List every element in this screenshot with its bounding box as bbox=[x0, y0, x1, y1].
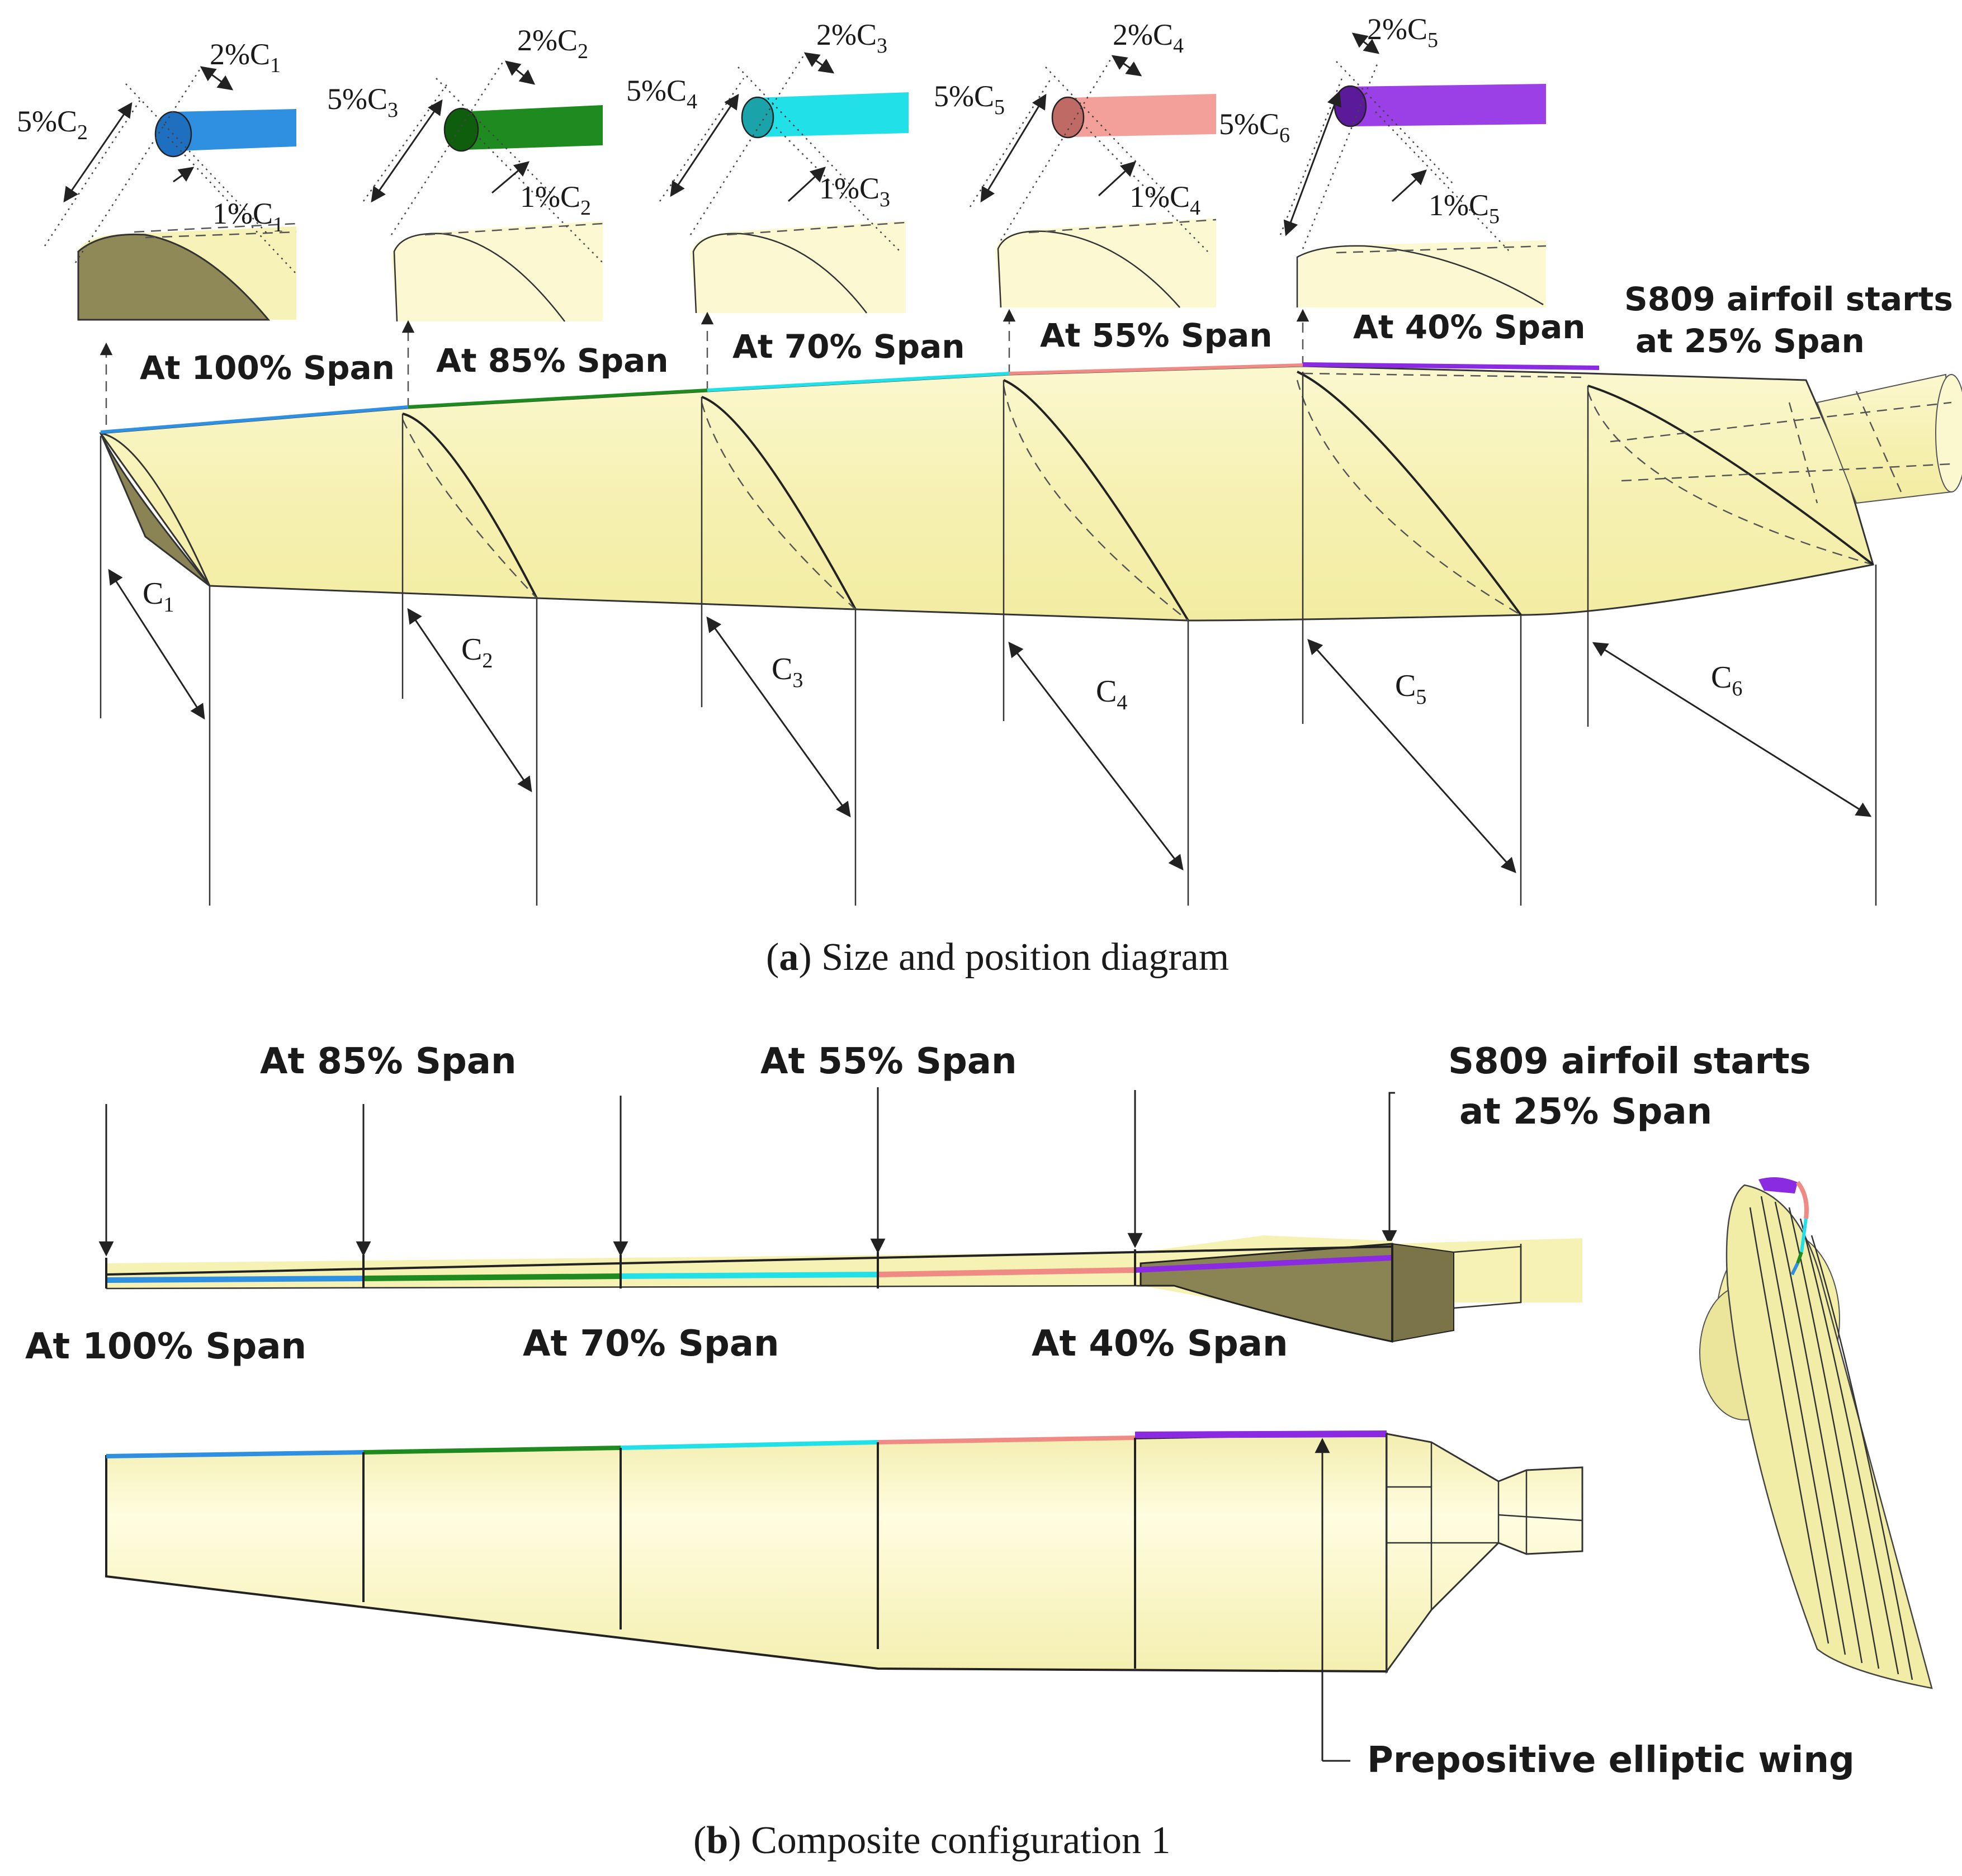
rotor-3d-view bbox=[1699, 1177, 1933, 1689]
callout-elliptic-wing: Prepositive elliptic wing bbox=[1315, 1438, 1855, 1781]
inset-rod-100 bbox=[154, 109, 296, 158]
chord-label: C6 bbox=[1711, 660, 1742, 700]
inset-top-label: 2%C2 bbox=[517, 23, 588, 63]
section-label: At 100% Span bbox=[25, 1326, 306, 1367]
inset-100: 5%C2 2%C1 1%C1 bbox=[17, 37, 297, 321]
blade-body-a bbox=[99, 362, 1962, 622]
caption-b: (b) Composite configuration 1 bbox=[693, 1819, 1171, 1862]
section-label: At 40% Span bbox=[1353, 308, 1586, 346]
section-arrows-b bbox=[98, 1087, 1397, 1257]
callout-label: Prepositive elliptic wing bbox=[1367, 1740, 1855, 1781]
chord-label: C2 bbox=[461, 632, 493, 672]
section-markers-a bbox=[100, 309, 1309, 425]
s809-label: S809 airfoil starts bbox=[1624, 280, 1953, 318]
inset-top-label: 2%C5 bbox=[1367, 12, 1438, 52]
inset-bottom-label: 1%C5 bbox=[1429, 188, 1500, 228]
inset-55: 5%C5 2%C4 1%C4 bbox=[934, 18, 1217, 308]
inset-85: 5%C3 2%C2 1%C2 bbox=[327, 23, 603, 322]
inset-big-label: 5%C2 bbox=[17, 105, 88, 144]
section-label: At 85% Span bbox=[436, 342, 669, 380]
panel-a: 5%C2 2%C1 1%C1 5%C3 2%C2 1%C2 bbox=[17, 12, 1962, 979]
section-label: At 100% Span bbox=[140, 349, 395, 387]
section-label: At 55% Span bbox=[760, 1041, 1017, 1082]
section-label: At 40% Span bbox=[1032, 1323, 1288, 1365]
inset-top-label: 2%C1 bbox=[210, 37, 281, 77]
chord-label: C5 bbox=[1395, 669, 1426, 709]
chord-label: C3 bbox=[772, 652, 803, 692]
s809-label: at 25% Span bbox=[1459, 1091, 1712, 1133]
section-label: At 85% Span bbox=[260, 1041, 517, 1082]
inset-airfoil-100 bbox=[77, 222, 297, 321]
inset-bottom-label: 1%C3 bbox=[819, 172, 890, 211]
inset-big-label: 5%C3 bbox=[327, 82, 398, 122]
inset-40: 5%C6 2%C5 1%C5 bbox=[1219, 12, 1547, 307]
s809-label: S809 airfoil starts bbox=[1448, 1041, 1811, 1082]
inset-big-label: 5%C5 bbox=[934, 79, 1005, 119]
inset-bottom-label: 1%C2 bbox=[520, 180, 591, 220]
inset-top-label: 2%C4 bbox=[1113, 18, 1184, 58]
blade-top-view bbox=[105, 1235, 1582, 1343]
inset-70: 5%C4 2%C3 1%C3 bbox=[626, 18, 909, 314]
inset-top-label: 2%C3 bbox=[816, 18, 887, 58]
section-label: At 70% Span bbox=[523, 1323, 779, 1365]
inset-big-label: 5%C4 bbox=[626, 74, 697, 113]
inset-big-label: 5%C6 bbox=[1219, 107, 1290, 147]
blade-side-view bbox=[105, 1430, 1583, 1674]
section-label: At 70% Span bbox=[732, 328, 965, 366]
section-labels-a: At 100% Span At 85% Span At 70% Span At … bbox=[140, 280, 1953, 387]
chord-label: C4 bbox=[1096, 674, 1127, 714]
caption-a: (a) Size and position diagram bbox=[766, 936, 1229, 979]
inset-bottom-label: 1%C1 bbox=[212, 197, 283, 236]
panel-b: At 85% Span At 55% Span S809 airfoil sta… bbox=[25, 1041, 1933, 1862]
chord-label: C1 bbox=[143, 576, 174, 617]
section-label: At 55% Span bbox=[1040, 316, 1273, 354]
chord-dimensions: C1 C2 C3 C4 C5 C6 bbox=[100, 372, 1877, 906]
inset-bottom-label: 1%C4 bbox=[1129, 180, 1200, 220]
s809-label: at 25% Span bbox=[1635, 322, 1865, 360]
